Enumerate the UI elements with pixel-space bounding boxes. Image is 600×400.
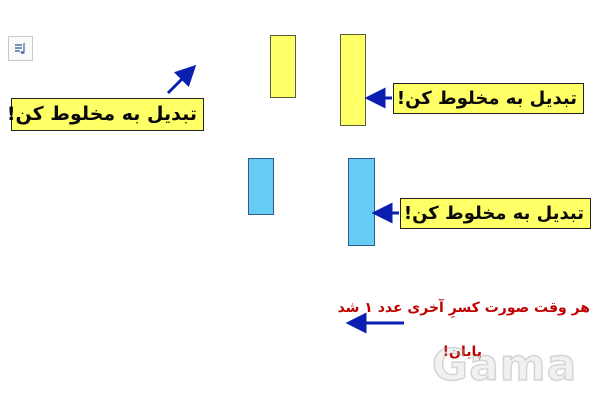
blue-small-bar <box>248 158 274 215</box>
blue-tall-bar <box>348 158 375 246</box>
arrow-up-right <box>166 64 197 95</box>
end-text: پایان! <box>442 344 482 360</box>
yellow-tall-bar <box>340 34 366 126</box>
convert-to-mixed-label-top-right: تبدیل به مخلوط کن! <box>393 83 584 114</box>
yellow-small-bar <box>270 35 296 98</box>
gama-watermark: Gama <box>431 339 578 392</box>
convert-to-mixed-label-left: تبدیل به مخلوط کن! <box>7 98 204 131</box>
final-condition-text: هر وقت صورت کسرِ آخری عدد ۱ شد <box>337 300 590 316</box>
convert-to-mixed-label-bottom-right: تبدیل به مخلوط کن! <box>400 198 591 229</box>
audio-icon[interactable] <box>8 36 33 61</box>
